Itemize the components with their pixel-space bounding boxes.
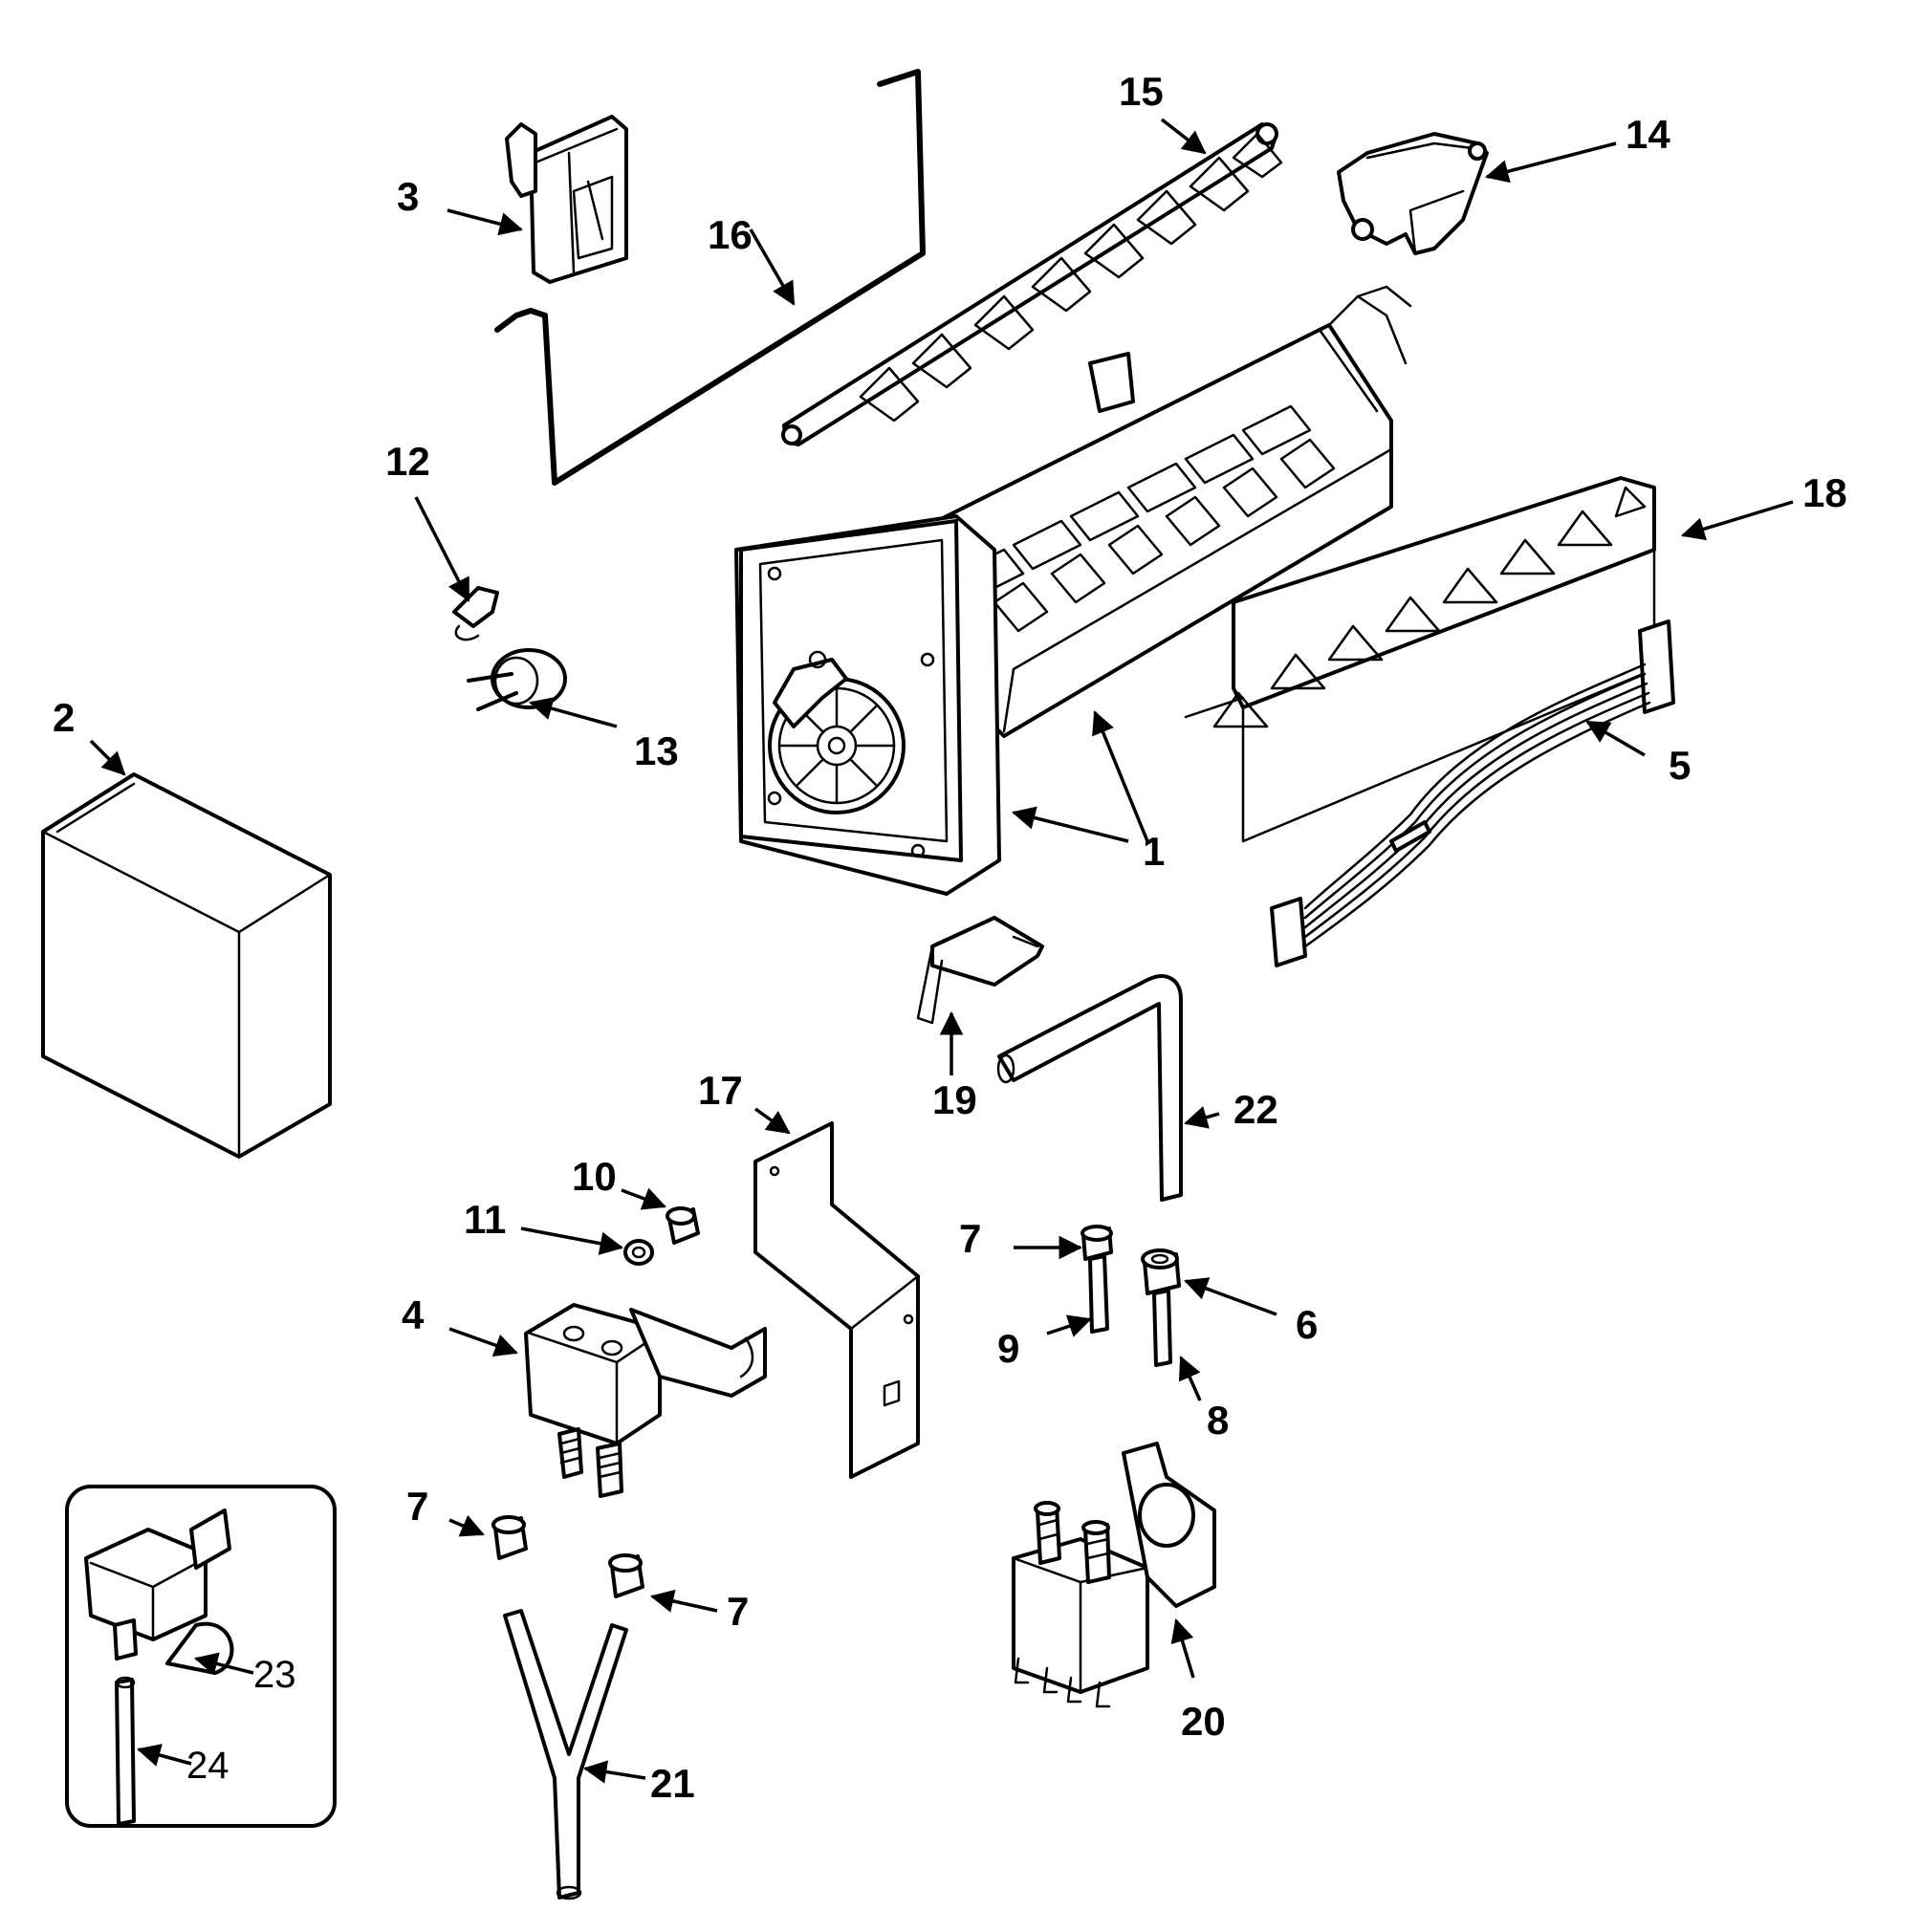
label-9: 9: [997, 1326, 1019, 1371]
label-6: 6: [1296, 1302, 1318, 1347]
label-7-right: 7: [727, 1589, 749, 1634]
label-7-upper: 7: [959, 1216, 981, 1261]
label-18: 18: [1802, 470, 1847, 515]
part-22-tube: [996, 974, 1183, 1202]
label-12: 12: [385, 439, 430, 484]
label-14: 14: [1626, 112, 1670, 157]
label-19: 19: [932, 1077, 977, 1122]
label-1: 1: [1143, 829, 1165, 874]
part-5-wire-harness: [1270, 619, 1675, 967]
part-21-y-tube: [503, 1609, 628, 1900]
label-8: 8: [1207, 1398, 1229, 1443]
label-13: 13: [634, 728, 679, 773]
label-24: 24: [186, 1745, 229, 1787]
label-3: 3: [397, 174, 419, 219]
part-17-bracket: [753, 1121, 920, 1479]
part-10-nut: [666, 1206, 700, 1245]
label-15: 15: [1119, 69, 1164, 114]
part-3-switch: [505, 115, 628, 284]
part-9-tube: [1088, 1254, 1109, 1334]
part-14-bracket: [1337, 132, 1489, 255]
label-21: 21: [650, 1761, 695, 1806]
part-1-icemaker-assembly: [734, 285, 1412, 896]
part-11-ferrule: [623, 1239, 654, 1266]
part-18-stripper: [1184, 476, 1656, 843]
label-16: 16: [708, 212, 753, 257]
part-7-nut-left: [491, 1515, 528, 1560]
label-10: 10: [572, 1154, 617, 1199]
leader-arrows: [89, 118, 1794, 1784]
part-15-ejector: [781, 122, 1283, 446]
part-7-nut-right: [608, 1553, 644, 1598]
part-8-tube: [1152, 1289, 1172, 1367]
label-11: 11: [464, 1197, 506, 1242]
part-labels: 1 2 3 4 5 6 7 7 7 8 9 10 11 12 13 14 15 …: [53, 69, 1847, 1806]
label-4: 4: [402, 1292, 425, 1337]
part-4-water-valve: [524, 1303, 767, 1498]
part-2-cover: [41, 772, 332, 1159]
label-5: 5: [1669, 743, 1691, 788]
label-2: 2: [53, 695, 75, 740]
part-12-clip: [452, 586, 499, 641]
part-13-thermostat: [467, 648, 567, 711]
part-6-fitting: [1141, 1248, 1181, 1295]
label-22: 22: [1233, 1087, 1278, 1132]
part-16-shutoff-arm: [494, 69, 926, 486]
label-17: 17: [698, 1068, 743, 1113]
label-20: 20: [1181, 1699, 1226, 1744]
part-19-bracket: [916, 916, 1044, 1025]
part-20-dual-valve: [1012, 1442, 1216, 1708]
label-23: 23: [253, 1654, 296, 1696]
label-7-left: 7: [406, 1484, 428, 1529]
part-7-fitting-upper: [1081, 1225, 1113, 1261]
